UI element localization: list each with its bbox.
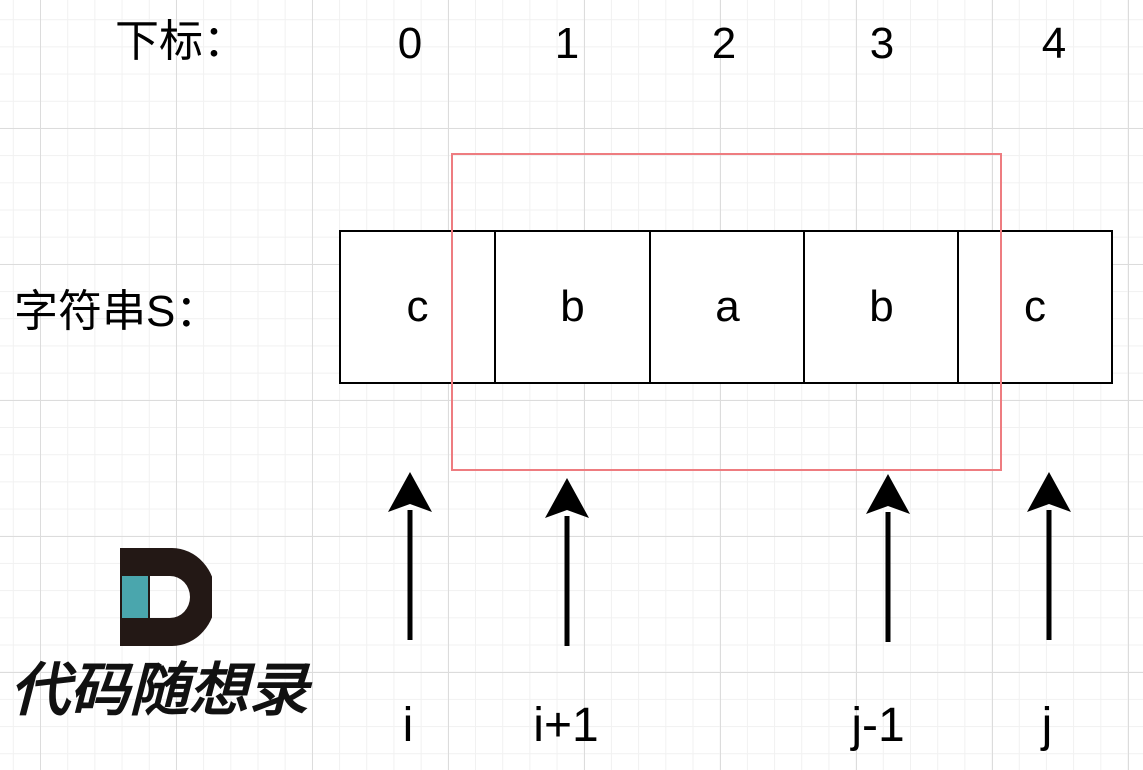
pointer-label-i-plus-1: i+1 [533, 699, 599, 752]
index-4: 4 [1041, 19, 1067, 68]
index-row-label: 下标： [115, 17, 247, 66]
pointer-label-j: j [1041, 699, 1053, 752]
char-a-2: a [715, 282, 740, 331]
index-3: 3 [869, 19, 895, 68]
string-cell-3: b [803, 230, 960, 384]
logo: 代码随想录 [8, 548, 318, 728]
char-b-3: b [869, 282, 894, 331]
char-b-1: b [560, 282, 585, 331]
arrow-j-minus-1 [866, 474, 910, 642]
substring-highlight-box [451, 153, 1002, 471]
pointer-label-j-minus-1: j-1 [851, 699, 905, 752]
logo-wordmark: 代码随想录 [10, 656, 313, 724]
index-2: 2 [711, 19, 737, 68]
logo-d-mark-icon [120, 548, 212, 646]
char-c-0: c [406, 282, 429, 331]
char-c-4: c [1024, 282, 1046, 331]
index-0: 0 [397, 19, 423, 68]
string-row-label: 字符串S： [14, 287, 220, 336]
logo-wordmark-text: 代码随想录 [10, 656, 313, 724]
string-cell-4: c [957, 230, 1113, 384]
pointer-label-i: i [402, 699, 414, 752]
arrow-i [388, 472, 432, 640]
index-1: 1 [554, 19, 580, 68]
arrow-i-plus-1 [545, 478, 589, 646]
arrow-j [1027, 472, 1071, 640]
